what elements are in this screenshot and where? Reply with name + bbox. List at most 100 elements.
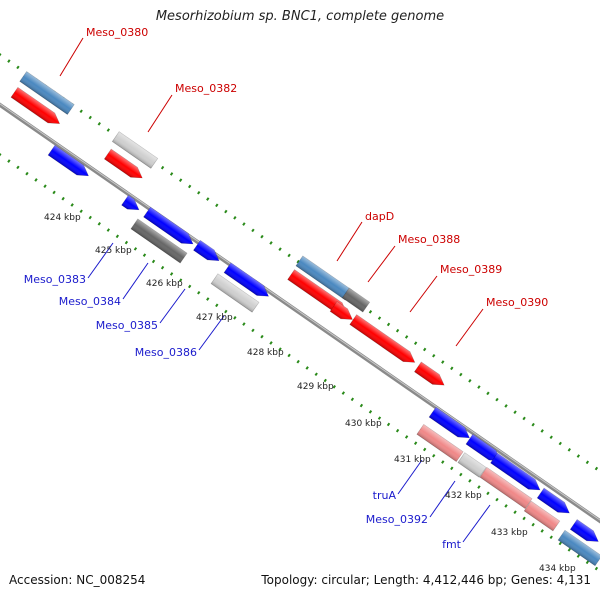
- label-leader-line: [147, 94, 173, 133]
- accession-text: Accession: NC_008254: [9, 573, 146, 587]
- gene-label: dapD: [365, 210, 394, 223]
- gene-arrow: [428, 406, 470, 439]
- tick-dot-line: [0, 153, 600, 573]
- gene-label: Meso_0392: [366, 513, 428, 526]
- label-leader-line: [462, 504, 491, 543]
- gene-arrow: [121, 194, 140, 211]
- label-leader-line: [87, 242, 114, 279]
- gene-shading: [10, 87, 60, 124]
- gene-label: Meso_0389: [440, 263, 502, 276]
- label-leader-line: [397, 459, 423, 495]
- gene-features: [10, 71, 600, 567]
- gene-shading: [224, 262, 269, 297]
- gene-arrow: [416, 423, 464, 463]
- label-leader-line: [367, 245, 396, 283]
- gene-shading: [19, 71, 75, 115]
- figure-title: Mesorhizobium sp. BNC1, complete genome: [155, 9, 445, 24]
- gene-label: Meso_0388: [398, 233, 460, 246]
- kbp-tick-label: 424 kbp: [44, 213, 81, 223]
- gene-arrow: [490, 452, 541, 491]
- label-leader-line: [409, 275, 438, 313]
- kbp-tick-labels: 424 kbp 425 kbp 426 kbp 427 kbp 428 kbp 429 k…: [44, 213, 576, 574]
- label-leader-line: [59, 37, 84, 77]
- kbp-tick-label: 426 kbp: [146, 279, 183, 289]
- gene-shading: [414, 361, 445, 386]
- label-leader-line: [198, 315, 225, 351]
- label-leader-line: [159, 288, 186, 324]
- gene-shading: [457, 452, 487, 478]
- backbone-highlight: [0, 103, 600, 521]
- gene-arrow: [223, 262, 270, 297]
- gene-label: Meso_0382: [175, 82, 237, 95]
- gene-shading: [479, 467, 533, 509]
- gene-arrow: [103, 148, 143, 179]
- gene-arrow: [210, 273, 260, 313]
- gene-arrow: [10, 86, 61, 125]
- gene-arrow: [295, 255, 353, 301]
- gene-shading: [130, 218, 188, 264]
- gene-shading: [537, 488, 570, 513]
- gene-label: Meso_0383: [24, 273, 86, 286]
- label-leader-line: [122, 262, 149, 300]
- gene-shading: [349, 314, 415, 363]
- label-leader-line: [336, 221, 363, 262]
- gene-label: Meso_0386: [135, 346, 197, 359]
- gene-arrow: [557, 529, 600, 567]
- gene-arrow: [111, 131, 159, 169]
- gene-shading: [211, 273, 259, 313]
- label-leader-line: [429, 480, 456, 518]
- gene-shading: [558, 530, 600, 566]
- label-leader-line: [455, 308, 484, 347]
- gene-arrow: [569, 519, 599, 542]
- gene-shading: [330, 301, 353, 320]
- kbp-tick-label: 428 kbp: [247, 348, 284, 358]
- gene-shading: [295, 255, 353, 301]
- gene-arrow: [414, 361, 445, 386]
- gene-shading: [524, 501, 560, 531]
- gene-arrow: [536, 487, 570, 514]
- gene-shading: [429, 407, 470, 438]
- gene-shading: [193, 240, 220, 261]
- tick-dot-line: [0, 53, 600, 473]
- gene-label: fmt: [442, 538, 462, 551]
- gene-arrow: [19, 71, 75, 115]
- gene-label: Meso_0380: [86, 26, 148, 39]
- kbp-tick-label: 425 kbp: [95, 246, 132, 256]
- gene-arrow: [479, 466, 533, 510]
- kbp-tick-label: 429 kbp: [297, 382, 334, 392]
- gene-shading: [104, 149, 143, 178]
- gene-shading: [287, 269, 347, 314]
- kbp-tick-label: 432 kbp: [445, 491, 482, 501]
- gene-shading: [416, 424, 464, 462]
- kbp-tick-label: 433 kbp: [491, 528, 528, 538]
- gene-arrow: [457, 452, 487, 478]
- gene-arrow: [193, 239, 220, 262]
- kbp-tick-label: 434 kbp: [539, 564, 576, 574]
- label-leader-lines: [59, 37, 491, 543]
- gene-label: Meso_0385: [96, 319, 158, 332]
- tick-dot-lines: [0, 53, 600, 573]
- gene-label: Meso_0384: [59, 295, 121, 308]
- kbp-tick-label: 430 kbp: [345, 419, 382, 429]
- gene-shading: [112, 131, 158, 169]
- genome-backbone: [0, 102, 600, 524]
- gene-shading: [570, 519, 599, 542]
- gene-arrow: [349, 314, 416, 363]
- gene-arrow: [341, 287, 371, 313]
- kbp-tick-label: 427 kbp: [196, 313, 233, 323]
- gene-arrow: [143, 206, 194, 245]
- topology-summary: Topology: circular; Length: 4,412,446 bp…: [261, 573, 591, 587]
- gene-shading: [342, 287, 370, 313]
- gene-shading: [143, 207, 193, 244]
- gene-shading: [465, 434, 501, 461]
- gene-arrow: [130, 218, 188, 264]
- gene-arrow: [523, 500, 561, 532]
- gene-arrow: [329, 301, 353, 320]
- kbp-tick-label: 431 kbp: [394, 455, 431, 465]
- gene-shading: [48, 145, 89, 176]
- gene-label: truA: [373, 489, 397, 502]
- gene-shading: [490, 453, 540, 490]
